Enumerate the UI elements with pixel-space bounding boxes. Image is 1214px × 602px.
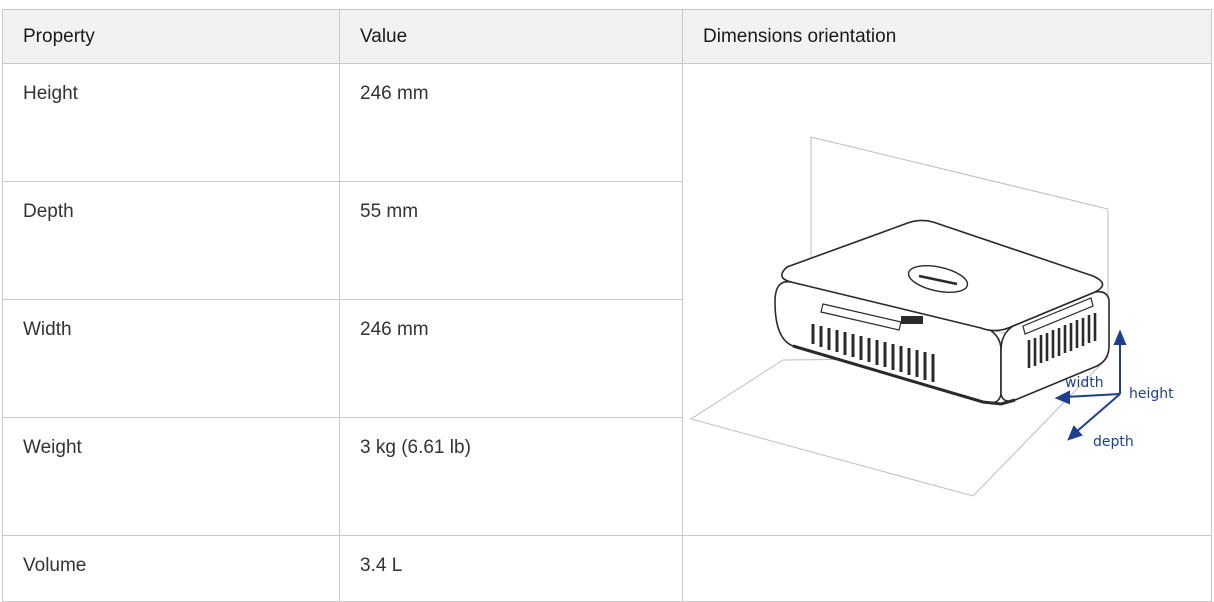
table-row: Volume 3.4 L <box>2 535 1212 602</box>
header-value: Value <box>339 9 683 64</box>
device-orientation-illustration: width height depth <box>689 136 1174 497</box>
property-cell: Volume <box>2 535 340 602</box>
property-cell: Height <box>2 63 340 182</box>
width-arrowhead <box>1054 390 1070 405</box>
empty-cell <box>682 535 1212 602</box>
header-dimensions-orientation: Dimensions orientation <box>682 9 1212 64</box>
table-header-row: Property Value Dimensions orientation <box>2 9 1212 64</box>
width-label: width <box>1065 375 1104 391</box>
value-cell: 55 mm <box>339 181 683 300</box>
table-row: Depth 55 mm <box>2 181 1212 300</box>
value-cell: 3 kg (6.61 lb) <box>339 417 683 536</box>
depth-label: depth <box>1093 434 1134 450</box>
device-illustration <box>774 219 1110 406</box>
height-label: height <box>1129 386 1174 402</box>
height-arrowhead <box>1113 329 1127 345</box>
property-cell: Width <box>2 299 340 418</box>
property-cell: Depth <box>2 181 340 300</box>
property-cell: Weight <box>2 417 340 536</box>
header-property: Property <box>2 9 340 64</box>
value-cell: 3.4 L <box>339 535 683 602</box>
depth-arrow-line <box>1074 393 1121 434</box>
depth-arrowhead <box>1067 425 1083 441</box>
table-row: Width 246 mm <box>2 299 1212 418</box>
value-cell: 246 mm <box>339 63 683 182</box>
table-row: Weight 3 kg (6.61 lb) <box>2 417 1212 536</box>
dimension-arrows <box>1054 329 1127 441</box>
orientation-image-cell: width height depth <box>682 63 1212 536</box>
value-cell: 246 mm <box>339 299 683 418</box>
width-arrow-line <box>1064 393 1121 398</box>
table-row: Height 246 mm <box>2 63 1212 536</box>
dimensions-table: Property Value Dimensions orientation He… <box>2 9 1212 602</box>
